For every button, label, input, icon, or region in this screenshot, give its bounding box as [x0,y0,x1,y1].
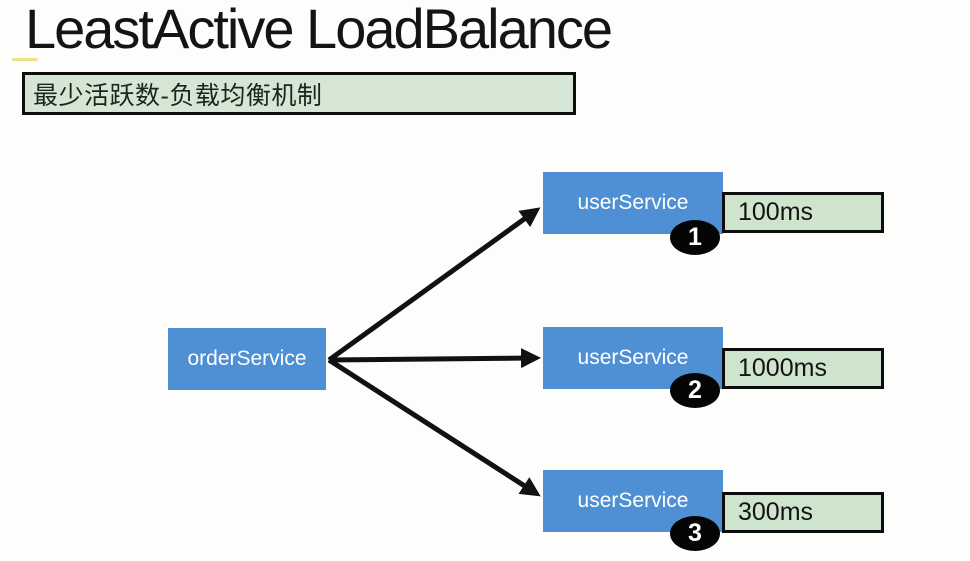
page-title: LeastActive LoadBalance [25,0,613,60]
arrow-to-user-service-3-icon [327,357,541,497]
active-count-badge-2: 2 [670,373,720,408]
active-count-2: 2 [688,376,702,404]
subtitle-text: 最少活跃数-负载均衡机制 [33,81,323,110]
latency-value-1: 100ms [738,198,814,226]
latency-box-2: 1000ms [722,348,884,389]
node-user-service-2: userService [543,327,723,389]
latency-box-1: 100ms [722,192,884,233]
active-count-3: 3 [688,519,702,547]
node-user-service-2-label: userService [577,346,689,369]
node-user-service-1-label: userService [577,191,689,214]
arrow-to-user-service-1-icon [327,207,541,363]
node-order-service: orderService [168,328,326,390]
subtitle-box: 最少活跃数-负载均衡机制 [22,72,576,115]
active-count-1: 1 [688,223,702,251]
arrow-to-user-service-2-icon [328,348,541,369]
node-order-service-label: orderService [187,347,307,370]
active-count-badge-3: 3 [670,516,720,551]
highlight-artifact [12,58,38,61]
node-user-service-3-label: userService [577,489,689,512]
latency-value-3: 300ms [738,498,814,526]
node-user-service-3: userService [543,470,723,532]
latency-box-3: 300ms [722,492,884,533]
active-count-badge-1: 1 [670,220,720,255]
latency-value-2: 1000ms [738,354,827,382]
